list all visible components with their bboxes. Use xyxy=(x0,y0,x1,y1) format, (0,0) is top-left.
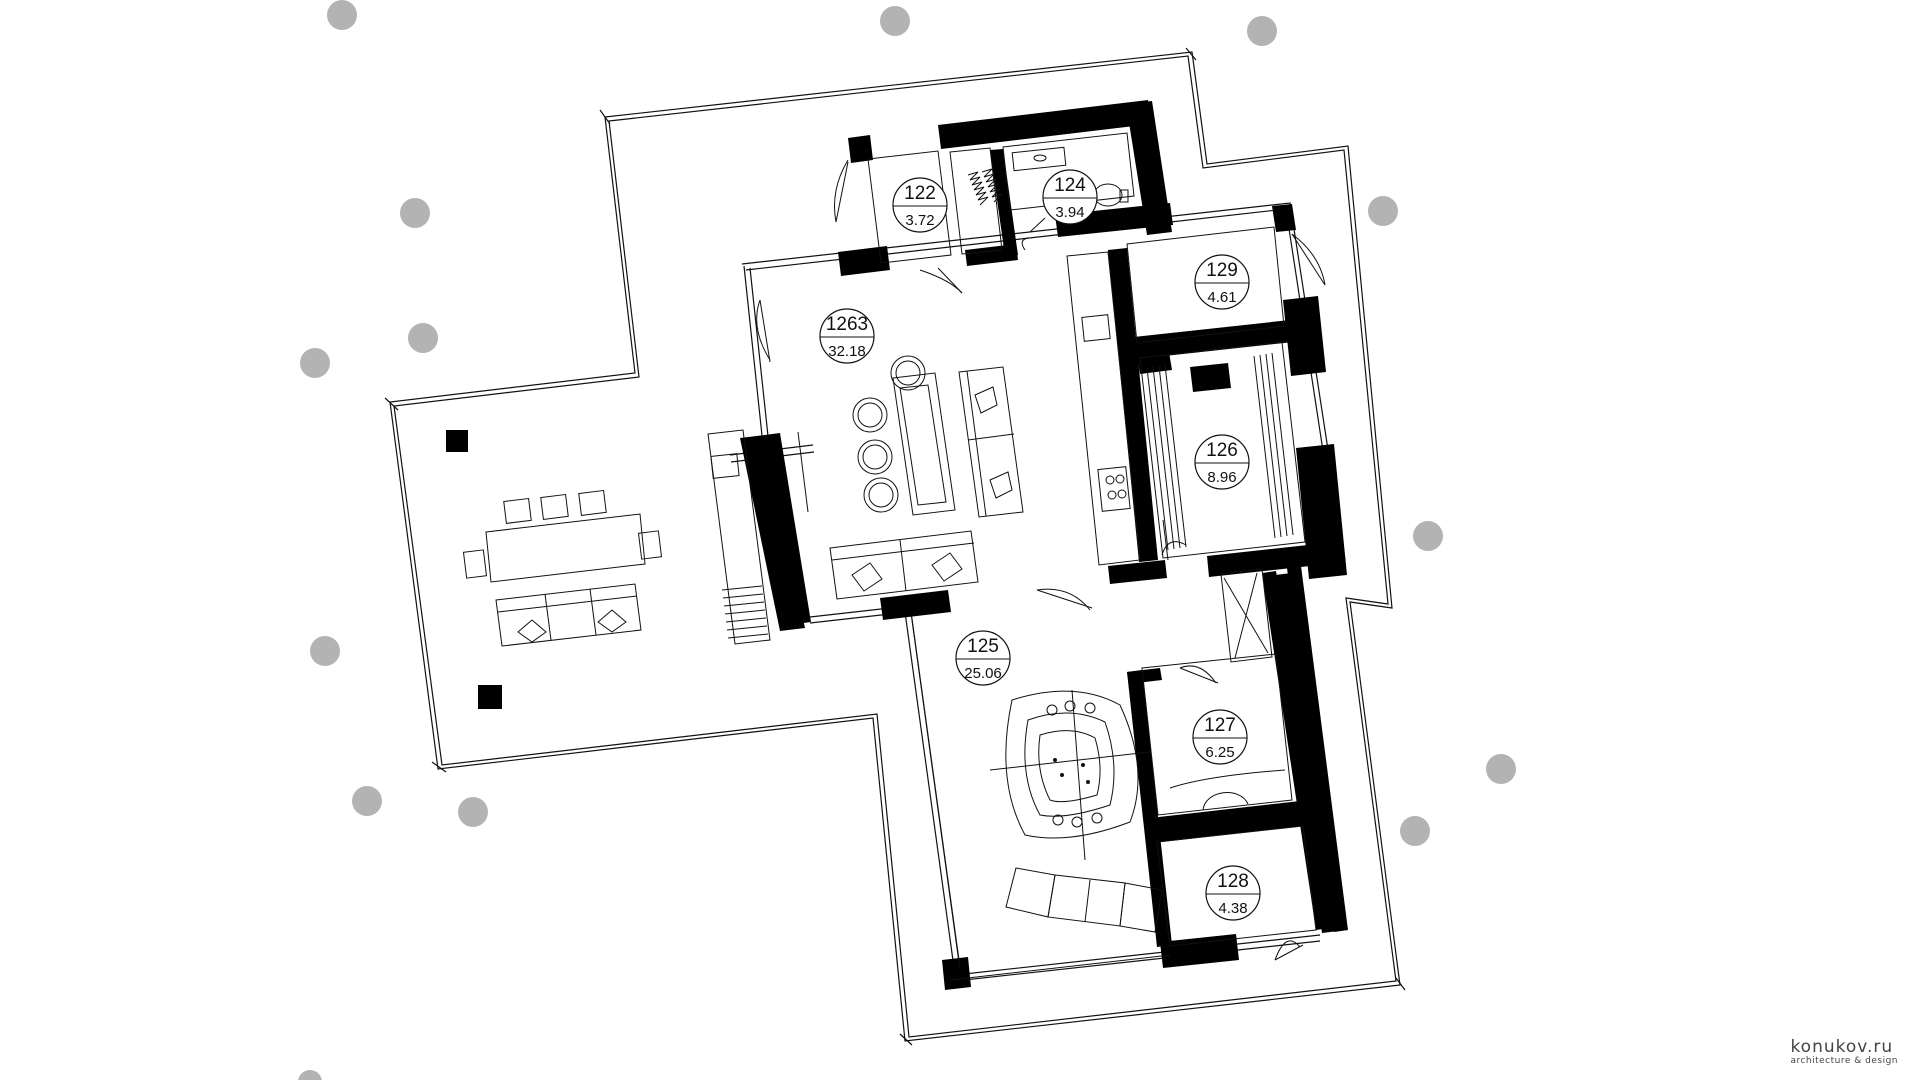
wall xyxy=(1108,248,1158,562)
dining-table xyxy=(892,372,956,516)
wall xyxy=(880,590,951,620)
room-number: 122 xyxy=(904,183,936,204)
column-icon xyxy=(478,685,502,709)
tree-icon xyxy=(352,786,382,816)
room-tag-1263: 1263 32.18 xyxy=(819,308,875,364)
room-tag-128: 128 4.38 xyxy=(1205,865,1261,921)
room-area: 4.61 xyxy=(1207,289,1236,306)
room-area: 25.06 xyxy=(964,665,1002,682)
wall xyxy=(1275,572,1347,933)
room-number: 127 xyxy=(1204,715,1236,736)
tree-icon xyxy=(327,0,357,30)
room-tag-124: 124 3.94 xyxy=(1042,169,1098,225)
room-area: 3.72 xyxy=(905,212,934,229)
tree-icon xyxy=(458,797,488,827)
chair-icon xyxy=(578,489,607,516)
tree-icon xyxy=(310,636,340,666)
tree-icon xyxy=(300,348,330,378)
column-icon xyxy=(446,430,468,452)
chair-icon xyxy=(863,477,899,513)
room-area: 32.18 xyxy=(828,343,866,360)
room-number: 124 xyxy=(1054,175,1086,196)
trees xyxy=(298,0,1516,1080)
room-tag-122: 122 3.72 xyxy=(892,177,948,233)
wall xyxy=(838,246,890,276)
walls xyxy=(446,100,1348,990)
wall xyxy=(1150,801,1303,843)
tree-icon xyxy=(1368,196,1398,226)
terrace-furniture xyxy=(462,489,663,647)
tree-icon xyxy=(1400,816,1430,846)
sofa-icon xyxy=(829,530,979,600)
room-tag-129: 129 4.61 xyxy=(1194,254,1250,310)
room-number: 128 xyxy=(1217,871,1249,892)
wall xyxy=(965,244,1018,266)
wall xyxy=(1283,296,1326,376)
room-number: 125 xyxy=(967,636,999,657)
wall xyxy=(1190,363,1231,392)
building-outline xyxy=(729,202,1346,982)
room-tag-125: 125 25.06 xyxy=(955,630,1011,686)
chair-icon xyxy=(462,549,488,579)
wall xyxy=(765,433,811,624)
sofa-icon xyxy=(495,583,642,647)
dining-table xyxy=(485,513,646,583)
room-number: 129 xyxy=(1206,260,1238,281)
room-tag-127: 127 6.25 xyxy=(1192,709,1248,765)
terrace-outline xyxy=(384,47,1406,1046)
wall xyxy=(1127,668,1162,684)
room-number: 1263 xyxy=(826,314,868,335)
toilet-icon xyxy=(1093,183,1123,207)
room-area: 6.25 xyxy=(1205,744,1234,761)
chair-icon xyxy=(637,530,663,560)
tree-icon xyxy=(408,323,438,353)
tree-icon xyxy=(298,1070,322,1080)
wall xyxy=(1125,320,1293,360)
jacuzzi-icon xyxy=(989,689,1151,861)
watermark-site: konukov.ru xyxy=(1790,1037,1894,1057)
wall xyxy=(848,135,873,163)
wall xyxy=(1127,670,1172,947)
wall xyxy=(1272,204,1296,232)
watermark-tagline: architecture & design xyxy=(1790,1056,1898,1066)
watermark: konukov.ru architecture & design xyxy=(1790,1037,1898,1066)
chair-icon xyxy=(890,355,926,391)
wall xyxy=(1207,545,1310,577)
chair-icon xyxy=(503,497,532,524)
interior-lines xyxy=(707,132,1326,981)
tree-icon xyxy=(880,6,910,36)
wall xyxy=(1055,203,1173,237)
tree-icon xyxy=(1247,16,1277,46)
chair-icon xyxy=(857,439,893,475)
wall xyxy=(1108,560,1167,584)
room-tag-126: 126 8.96 xyxy=(1194,434,1250,490)
room-tags: 122 3.72 124 3.94 129 4.61 1263 32.18 12… xyxy=(819,169,1261,921)
room-area: 3.94 xyxy=(1055,204,1084,221)
chair-icon xyxy=(540,493,569,520)
wall xyxy=(740,435,805,631)
wall xyxy=(1126,101,1172,235)
sofa-icon xyxy=(958,366,1024,518)
wall xyxy=(938,100,1151,149)
chair-icon xyxy=(852,397,888,433)
wall xyxy=(1160,934,1239,968)
room-area: 4.38 xyxy=(1218,900,1247,917)
wall xyxy=(942,957,971,990)
room-area: 8.96 xyxy=(1207,469,1236,486)
stove-icon xyxy=(1097,466,1131,512)
tree-icon xyxy=(400,198,430,228)
sink-icon xyxy=(1011,146,1067,172)
living-furniture xyxy=(829,355,1024,600)
wall xyxy=(1296,444,1347,579)
wall xyxy=(990,149,1018,256)
tree-icon xyxy=(1486,754,1516,784)
loungers xyxy=(1005,867,1163,933)
sink-icon xyxy=(710,453,740,479)
tree-icon xyxy=(1413,521,1443,551)
room-number: 126 xyxy=(1206,440,1238,461)
sink-icon xyxy=(1081,314,1111,342)
